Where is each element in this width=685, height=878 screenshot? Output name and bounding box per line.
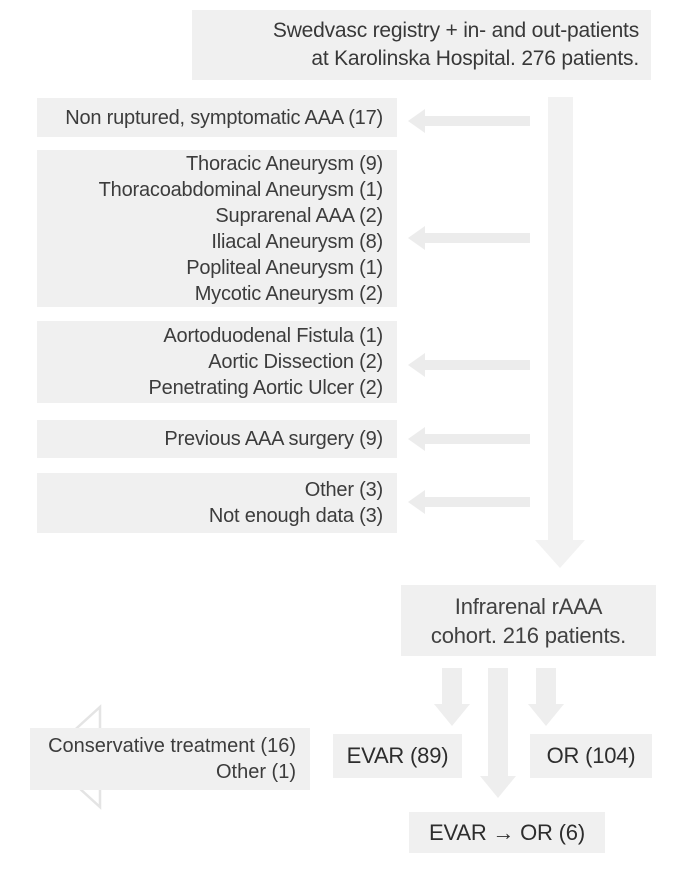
exclusion-arrowhead-3 — [408, 353, 425, 377]
exclusion-box-aortic-pathologies: Aortoduodenal Fistula (1) Aortic Dissect… — [37, 321, 397, 403]
conservative-treatment-text: Conservative treatment (16) Other (1) — [48, 735, 296, 783]
exclusion-text-other-nodata: Other (3) Not enough data (3) — [208, 479, 383, 527]
exclusion-text-nonruptured: Non ruptured, symptomatic AAA (17) — [65, 106, 383, 129]
exclusion-arrow-shaft-4 — [424, 434, 530, 444]
cohort-to-evar-or-arrow-shaft — [488, 668, 508, 778]
cohort-to-evar-or-arrowhead — [480, 776, 516, 798]
exclusion-arrow-1-icon — [408, 109, 530, 133]
exclusion-arrow-shaft-3 — [424, 360, 530, 370]
exclusion-box-other-aneurysms: Thoracic Aneurysm (9) Thoracoabdominal A… — [37, 150, 397, 307]
exclusion-arrow-shaft-1 — [424, 116, 530, 126]
cohort-to-evar-arrow-shaft — [442, 668, 462, 706]
exclusion-arrow-4-icon — [408, 427, 530, 451]
main-flow-arrowhead-icon — [535, 540, 585, 568]
cohort-to-evar-or-arrow-icon — [480, 668, 516, 798]
exclusion-box-previous-surgery: Previous AAA surgery (9) — [37, 420, 397, 458]
cohort-to-evar-arrowhead — [434, 704, 470, 726]
exclusion-box-nonruptured: Non ruptured, symptomatic AAA (17) — [37, 98, 397, 137]
cohort-box: Infrarenal rAAA cohort. 216 patients. — [401, 585, 656, 656]
cohort-to-evar-arrow-icon — [434, 668, 470, 726]
exclusion-arrowhead-4 — [408, 427, 425, 451]
exclusion-text-other-aneurysms: Thoracic Aneurysm (9) Thoracoabdominal A… — [98, 152, 384, 305]
exclusion-arrow-shaft-5 — [424, 497, 530, 507]
source-registry-text: Swedvasc registry + in- and out-patients… — [272, 19, 639, 70]
evar-to-or-text: EVAR → OR (6) — [429, 819, 585, 845]
or-box: OR (104) — [530, 734, 652, 778]
conservative-treatment-box: Conservative treatment (16) Other (1) — [30, 728, 310, 790]
cohort-to-or-arrow-shaft — [536, 668, 556, 706]
cohort-to-or-arrowhead — [528, 704, 564, 726]
exclusion-text-previous-surgery: Previous AAA surgery (9) — [164, 428, 383, 450]
cohort-to-or-arrow-icon — [528, 668, 564, 726]
cohort-text: Infrarenal rAAA cohort. 216 patients. — [430, 593, 627, 648]
exclusion-arrow-2-icon — [408, 226, 530, 250]
exclusion-arrow-3-icon — [408, 353, 530, 377]
evar-box: EVAR (89) — [333, 734, 462, 778]
or-text: OR (104) — [546, 743, 636, 768]
exclusion-text-aortic-pathologies: Aortoduodenal Fistula (1) Aortic Dissect… — [148, 325, 384, 399]
source-registry-box: Swedvasc registry + in- and out-patients… — [192, 10, 651, 80]
exclusion-arrowhead-2 — [408, 226, 425, 250]
exclusion-arrowhead-1 — [408, 109, 425, 133]
exclusion-box-other-nodata: Other (3) Not enough data (3) — [37, 473, 397, 533]
exclusion-arrowhead-5 — [408, 490, 425, 514]
exclusion-arrow-5-icon — [408, 490, 530, 514]
evar-to-or-box: EVAR → OR (6) — [409, 812, 605, 853]
exclusion-arrow-shaft-2 — [424, 233, 530, 243]
evar-text: EVAR (89) — [346, 743, 449, 768]
main-flow-arrow-shaft — [548, 97, 573, 541]
main-flow-down-arrow-icon — [535, 97, 585, 568]
